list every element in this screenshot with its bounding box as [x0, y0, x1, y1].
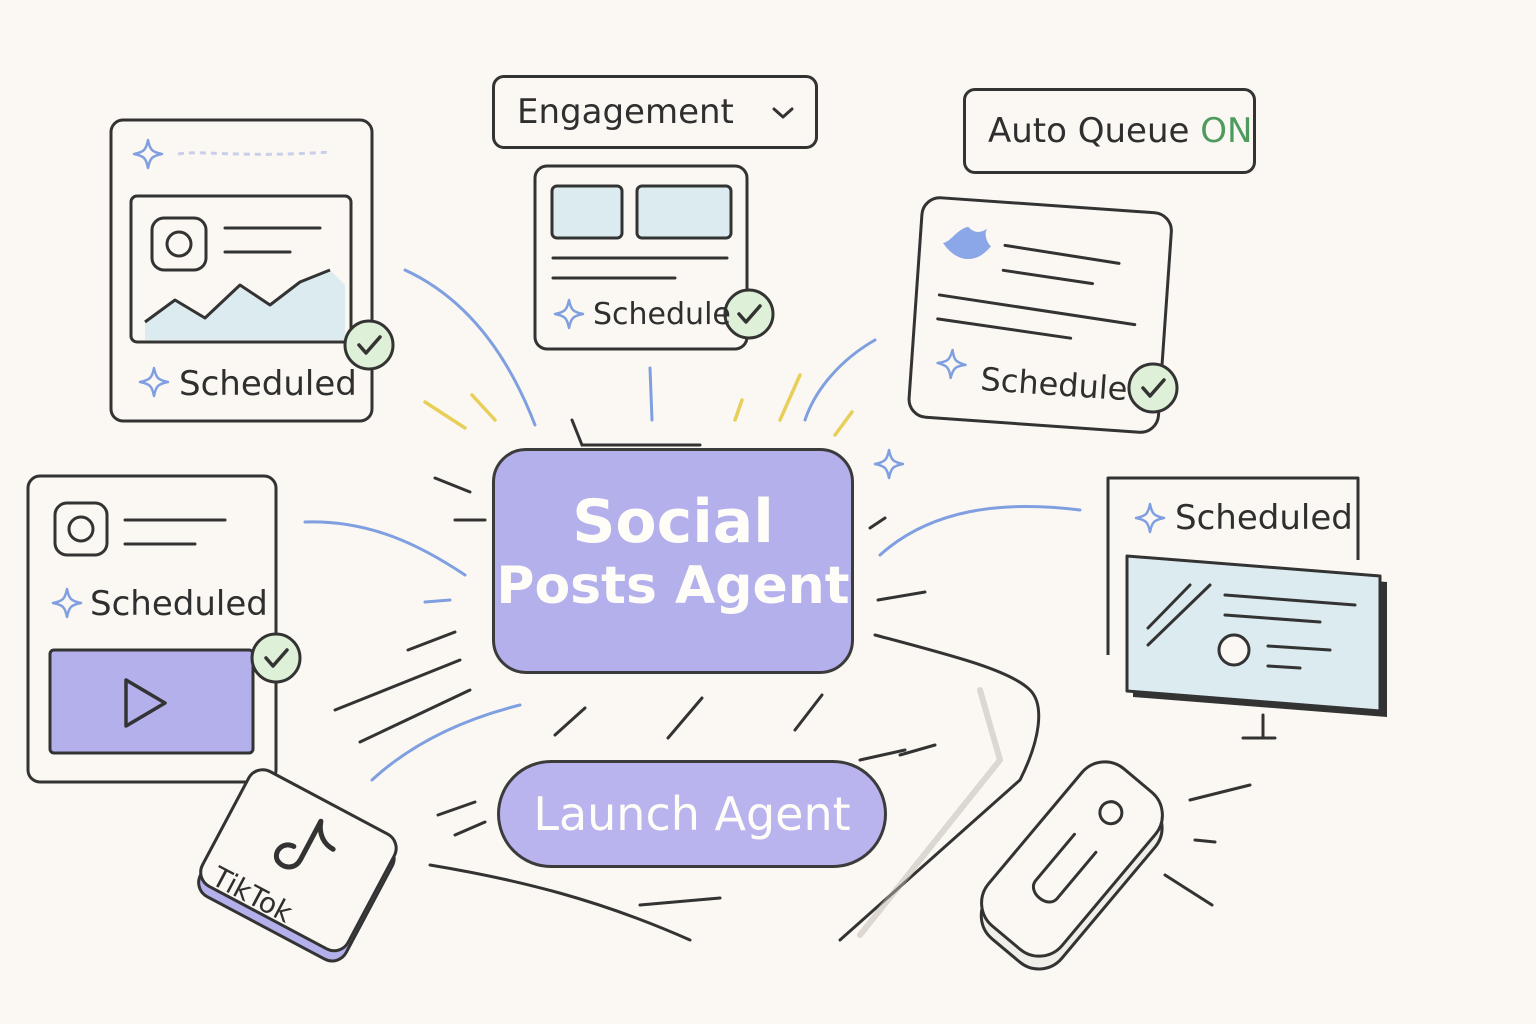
- metric-dropdown-value: Engagement: [517, 92, 734, 132]
- launch-agent-label: Launch Agent: [533, 787, 851, 841]
- auto-queue-label: Auto Queue ON: [988, 111, 1253, 151]
- auto-queue-state: ON: [1200, 111, 1253, 151]
- tiktok-tile: [197, 768, 398, 963]
- sparkle-icon: [873, 448, 905, 480]
- card-status-label: Scheduled: [1175, 498, 1353, 538]
- instagram-chart-card: [109, 118, 395, 423]
- social-posts-agent-card: [492, 448, 854, 674]
- laptop-outline: [428, 633, 1041, 942]
- auto-queue-toggle[interactable]: Auto Queue ON: [963, 88, 1256, 174]
- agent-title-line1: Social: [572, 487, 774, 557]
- card-status-label: Schedule: [593, 297, 731, 332]
- card-status-label: Scheduled: [179, 364, 357, 404]
- card-status-label: Scheduled: [90, 584, 268, 624]
- launch-agent-button[interactable]: Launch Agent: [497, 760, 887, 868]
- twitter-post-card: [907, 196, 1173, 434]
- agent-title-line2: Posts Agent: [496, 556, 850, 616]
- spark-rays: [423, 373, 854, 437]
- remote-icon: [979, 760, 1164, 971]
- monitor-post-card: [1106, 476, 1387, 740]
- grid-post-card: [533, 164, 775, 351]
- agent-crown: [570, 418, 702, 447]
- video-post-card: [26, 474, 302, 784]
- chevron-down-icon: [772, 107, 794, 119]
- motion-rays: [333, 476, 1252, 907]
- connector-lines: [303, 268, 1082, 782]
- metric-dropdown[interactable]: Engagement: [492, 75, 818, 149]
